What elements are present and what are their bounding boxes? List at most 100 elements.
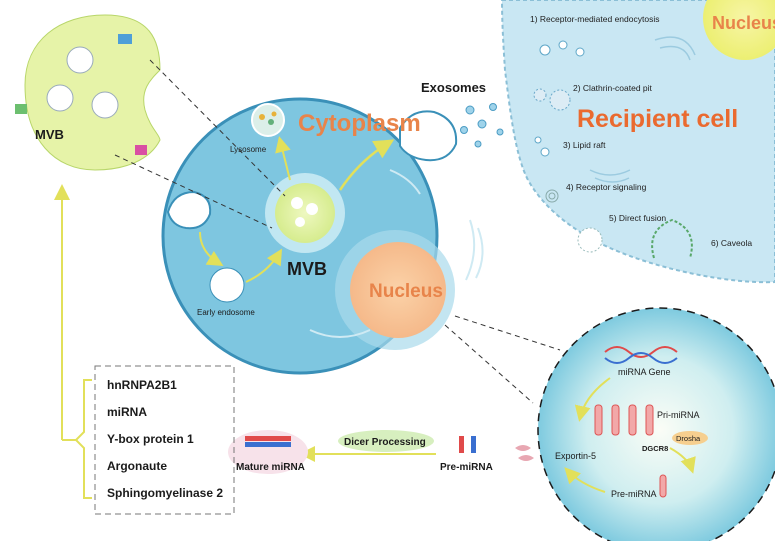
drosha-label: Drosha (676, 434, 701, 443)
secretion-pocket (399, 110, 458, 162)
intraluminal-vesicle (291, 197, 303, 209)
protein-item: Y-box protein 1 (107, 432, 194, 446)
pre-mirna-hairpin (659, 474, 667, 498)
pre-mirna-inset-label: Pre-miRNA (611, 489, 657, 499)
clathrin-vesicle (549, 89, 571, 111)
cytoplasm-label: Cytoplasm (298, 110, 421, 137)
hairpin (628, 404, 637, 436)
membrane-protein (118, 34, 132, 44)
dgcr8-label: DGCR8 (642, 444, 668, 453)
uptake-label-5: 5) Direct fusion (609, 213, 666, 223)
zoom-line (114, 154, 273, 229)
clathrin-vesicle (533, 88, 547, 102)
early-endosome (209, 267, 245, 303)
vesicle (575, 47, 585, 57)
sorting-proteins: hnRNPA2B1 miRNA Y-box protein 1 Argonaut… (54, 184, 235, 515)
pri-mirna-hairpins (594, 404, 654, 436)
mature-mirna-strand (245, 436, 291, 441)
exosome (460, 126, 468, 134)
arrow-drosha (669, 447, 696, 474)
vesicle (539, 44, 551, 56)
membrane-protein (135, 145, 147, 155)
recipient-cell-membrane (500, 0, 775, 284)
arrow-to-lysosome (275, 136, 291, 181)
hairpin (645, 404, 654, 436)
mvb-inset: MVB (15, 14, 286, 229)
exosome (477, 119, 487, 129)
organelle-swirl (309, 329, 371, 338)
uptake-label-4: 4) Receptor signaling (566, 182, 647, 192)
membrane-protein (15, 104, 27, 114)
hairpin (594, 404, 603, 436)
exosomes-label: Exosomes (421, 80, 486, 95)
zoom-line (149, 59, 286, 197)
main-nucleus (350, 242, 446, 338)
organelle-swirl (475, 227, 484, 279)
signaling-spiral (548, 192, 556, 200)
arrow-transcription (574, 377, 611, 422)
recipient-cell-label: Recipient cell (577, 105, 738, 133)
arrow-to-mvb (245, 248, 283, 283)
caveola (651, 218, 693, 259)
dicer-label: Dicer Processing (344, 437, 426, 448)
recipient-cell: Nucleus Recipient cell 1) Receptor-media… (500, 0, 775, 284)
mature-mirna-label: Mature miRNA (236, 462, 305, 473)
dna-helix (604, 346, 678, 358)
exosome (465, 105, 475, 115)
organelle-swirl (654, 36, 696, 61)
endocytic-pocket (166, 190, 212, 230)
bracket (74, 379, 92, 499)
donor-cell: Nucleus Cytoplasm Lysosome MVB Early end… (161, 97, 484, 375)
mvb-center (275, 183, 335, 243)
exosome-cluster: Exosomes (421, 80, 504, 148)
mirna-gene-label: miRNA Gene (618, 367, 671, 377)
lysosome-content (259, 114, 265, 120)
pre-mirna-stem (471, 436, 476, 453)
zoom-line (444, 324, 534, 404)
protein-list-box (94, 365, 235, 515)
intraluminal-vesicle (46, 84, 74, 112)
nuclear-pore (515, 445, 534, 461)
mvb-inset-label: MVB (35, 127, 64, 142)
pre-mirna-stem (459, 436, 464, 453)
vesicle (540, 147, 550, 157)
cytoplasmic-processing: Pre-miRNA Dicer Processing Mature miRNA (228, 430, 493, 474)
hairpin (611, 404, 620, 436)
organelle-swirl (389, 169, 421, 195)
lysosome-content (271, 111, 277, 117)
intraluminal-vesicle (66, 46, 94, 74)
pri-mirna-label: Pri-miRNA (657, 410, 700, 420)
lysosome-label: Lysosome (230, 145, 267, 154)
exosome (474, 140, 482, 148)
vesicle (558, 40, 568, 50)
exportin5-label: Exportin-5 (555, 451, 596, 461)
signaling-spiral (545, 189, 559, 203)
intraluminal-vesicle (91, 91, 119, 119)
nucleus-inset (537, 307, 775, 546)
arrow-to-exosomes (338, 139, 395, 191)
protein-item: Sphingomyelinase 2 (107, 486, 223, 500)
mvb-center-label: MVB (287, 259, 327, 279)
intraluminal-vesicle (295, 217, 305, 227)
mirna-biogenesis-inset: miRNA Gene Pri-miRNA Drosha DGCR8 Pre-mi… (444, 307, 775, 546)
recipient-nucleus-label: Nucleus (712, 13, 775, 33)
intraluminal-vesicle (306, 203, 318, 215)
protein-item: miRNA (107, 405, 147, 419)
recipient-nucleus (703, 0, 775, 60)
uptake-label-3: 3) Lipid raft (563, 140, 606, 150)
organelle-swirl (465, 219, 476, 281)
exosome (489, 103, 497, 111)
arrow-to-endosome (199, 231, 224, 267)
uptake-label-6: 6) Caveola (711, 238, 752, 248)
uptake-label-1: 1) Receptor-mediated endocytosis (530, 14, 659, 24)
dicer-badge (338, 430, 434, 452)
pre-mirna-label: Pre-miRNA (440, 462, 493, 473)
fusion-vesicle (577, 227, 603, 253)
lysosome (251, 103, 285, 137)
exosome (496, 128, 504, 136)
protein-item: Argonaute (107, 459, 167, 473)
zoom-line (454, 315, 561, 351)
arrow-export (564, 467, 606, 493)
